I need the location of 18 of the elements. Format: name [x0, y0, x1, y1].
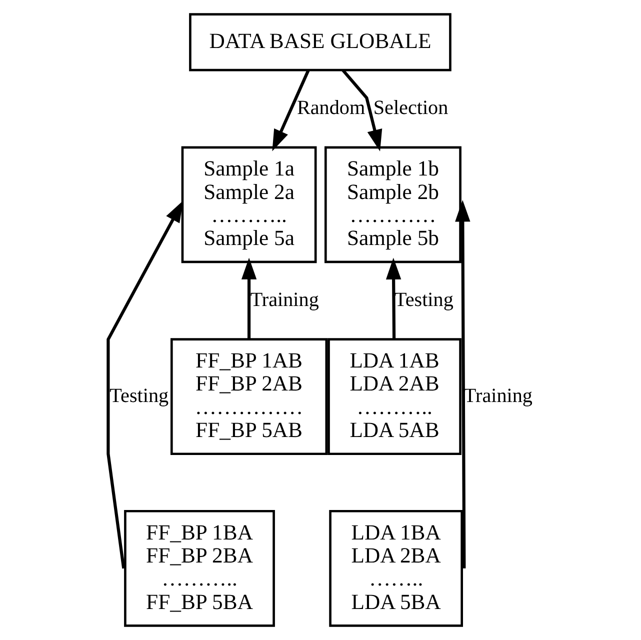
node-box: LDA 1BA LDA 2BA …….. LDA 5BA: [328, 510, 462, 627]
arrow: [454, 200, 470, 568]
arrow: [341, 69, 382, 152]
edge-label: Testing: [109, 384, 168, 407]
edge-label: Selection: [372, 97, 448, 119]
node-box: DATA BASE GLOBALE: [188, 13, 451, 72]
node-box: Sample 1a Sample 2a ……….. Sample 5a: [180, 146, 316, 264]
node-box: LDA 1AB LDA 2AB ……….. LDA 5AB: [327, 338, 461, 456]
arrow: [106, 200, 183, 569]
edge-label: Training: [250, 288, 318, 311]
node-box: FF_BP 1BA FF_BP 2BA ……….. FF_BP 5BA: [124, 510, 274, 627]
edge-label: Testing: [394, 288, 453, 311]
node-box: Sample 1b Sample 2b ………… Sample 5b: [324, 146, 461, 264]
arrow: [385, 258, 401, 339]
edge-label: Random: [296, 97, 365, 119]
arrow: [240, 258, 256, 339]
node-box: FF_BP 1AB FF_BP 2AB …………… FF_BP 5AB: [170, 338, 328, 456]
arrow: [272, 69, 310, 152]
